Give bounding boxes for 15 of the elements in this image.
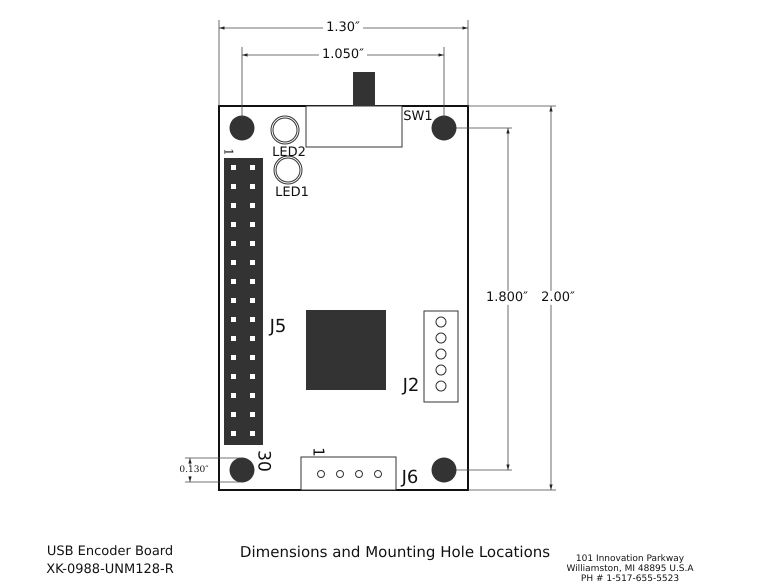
part-label: J5 [270,317,286,337]
part-label: LED2 [272,146,306,160]
part-label: SW1 [403,110,433,124]
phone-number: PH # 1-517-655-5523 [580,575,680,585]
address-text: 101 Innovation Parkway [576,555,684,564]
board-name: USB Encoder Board [46,544,174,560]
pin-number: 1 [221,148,235,156]
part-number: XK-0988-UNM128-R [46,562,174,578]
part-label: J6 [402,468,418,488]
pin-number: 30 [254,450,272,472]
pin-number: 1 [310,447,326,457]
address-text: Williamston, MI 48895 U.S.A [566,565,694,574]
drawing-title: Dimensions and Mounting Hole Locations [240,544,550,560]
part-label: J2 [402,376,420,396]
part-label: LED1 [275,186,309,200]
